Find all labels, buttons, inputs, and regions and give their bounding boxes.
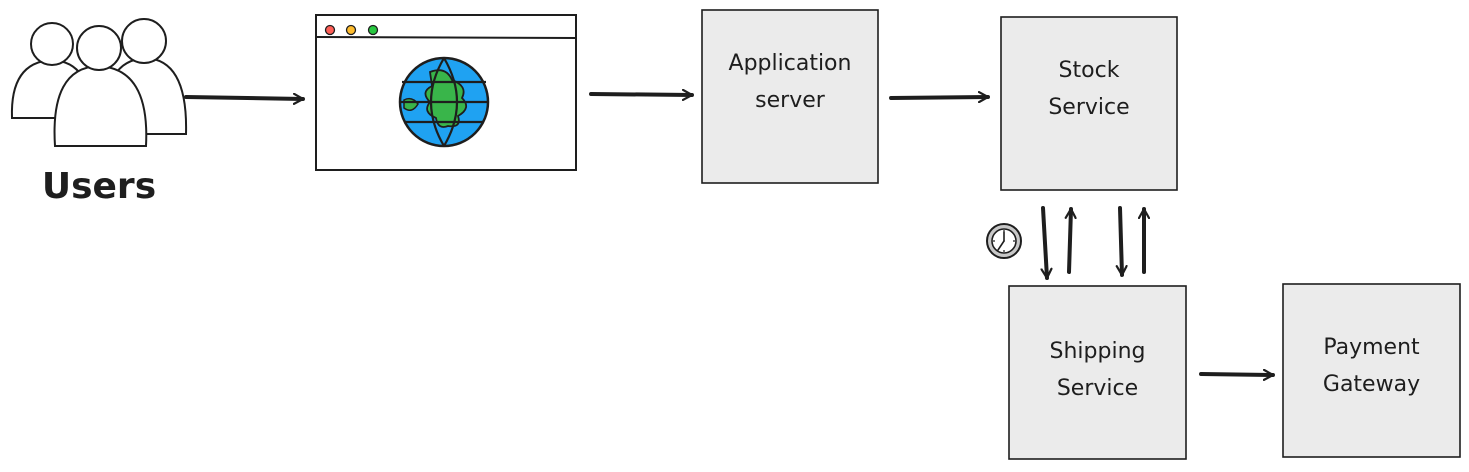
window-minimize-dot xyxy=(345,24,357,36)
clock-icon xyxy=(986,223,1022,259)
user-figure-left xyxy=(10,22,92,119)
user-figure-center xyxy=(53,25,148,147)
arrow-users-to-browser xyxy=(184,97,305,99)
arrow-shipping-to-stock-1 xyxy=(1069,207,1071,274)
arrow-browser-to-app-server xyxy=(589,94,694,95)
window-maximize-dot xyxy=(367,24,379,36)
arrow-shipping-to-payment xyxy=(1199,374,1275,375)
arrow-app-server-to-stock xyxy=(889,97,990,98)
users-label: Users xyxy=(41,166,157,207)
shipping-service-box xyxy=(1008,285,1187,460)
payment-gateway-box xyxy=(1282,283,1461,458)
stock-service-box xyxy=(1000,16,1178,191)
users-icon xyxy=(10,18,188,147)
globe-icon xyxy=(398,56,490,148)
app-server-box xyxy=(701,9,879,184)
arrow-stock-to-shipping-1 xyxy=(1043,206,1047,280)
arrow-stock-to-shipping-2 xyxy=(1120,206,1122,277)
browser-window-icon xyxy=(315,14,578,171)
window-close-dot xyxy=(324,24,336,36)
